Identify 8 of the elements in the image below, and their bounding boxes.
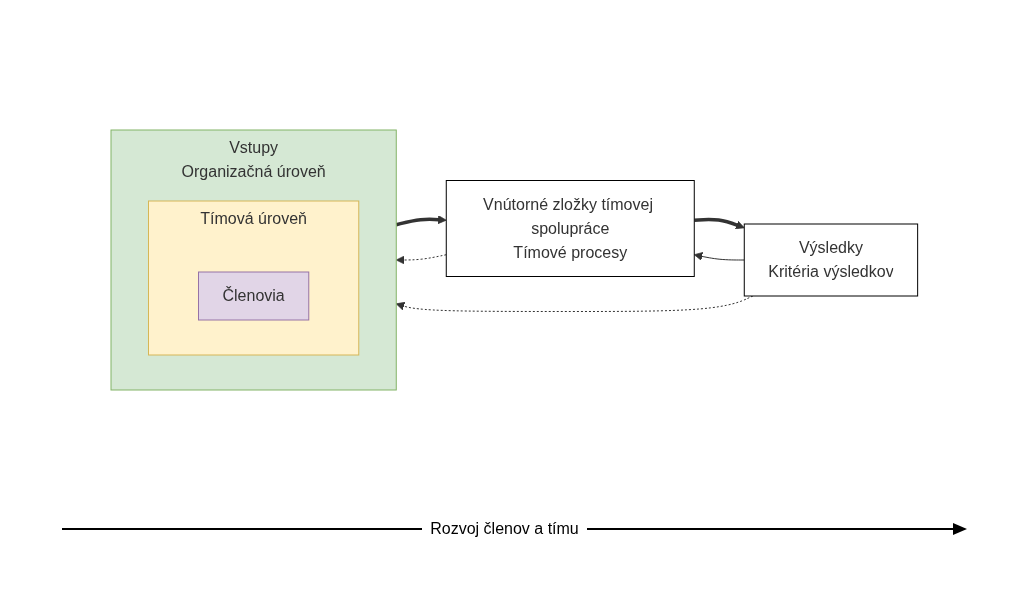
arrow <box>694 252 745 261</box>
arrow <box>396 215 447 227</box>
arrow <box>694 217 745 230</box>
node-box: Výsledky Kritéria výsledkov <box>743 223 919 297</box>
axis-label: Rozvoj členov a tímu <box>430 520 579 538</box>
node-box: Vnútorné zložky tímovej spolupráce Tímové procesy <box>445 180 695 277</box>
node-box: Členovia <box>198 271 310 321</box>
arrow <box>396 254 447 265</box>
